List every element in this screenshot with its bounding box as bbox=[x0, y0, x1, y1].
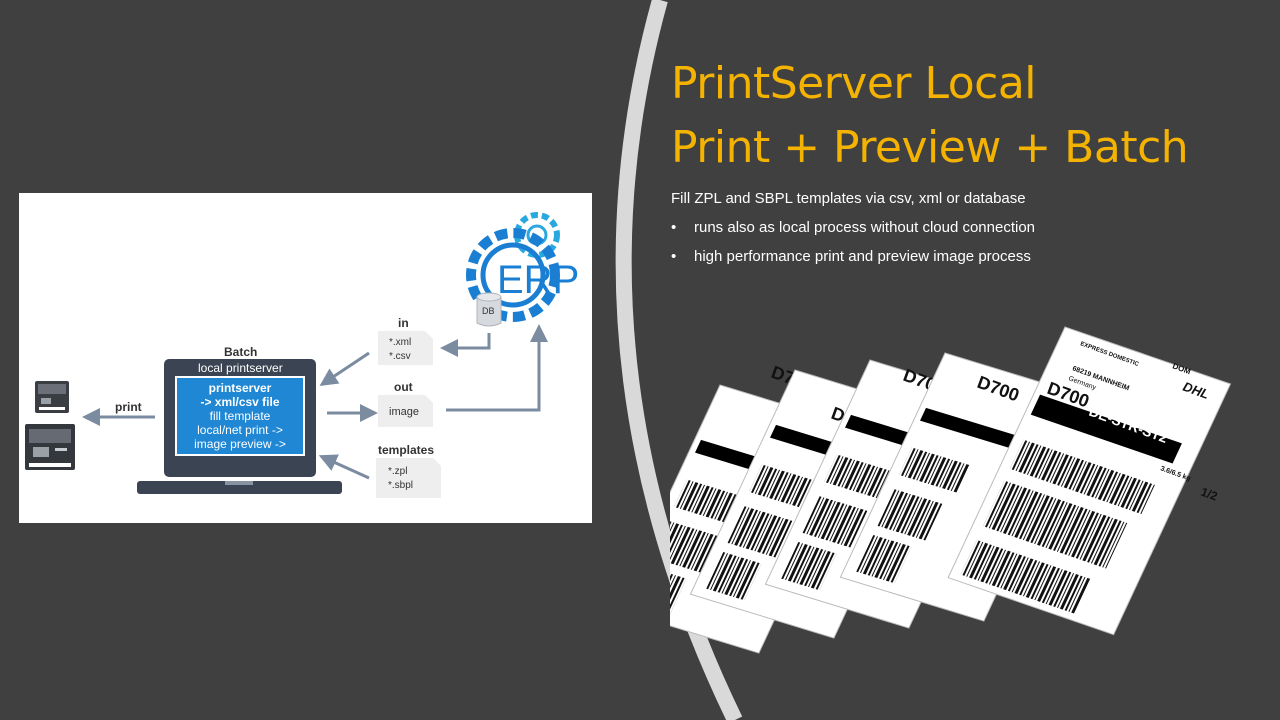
out-item: image bbox=[389, 406, 419, 418]
screen-line: printserver bbox=[209, 381, 272, 395]
erp-gears-icon bbox=[466, 212, 560, 322]
print-label: print bbox=[115, 400, 142, 414]
templates-item: *.zpl bbox=[388, 466, 407, 477]
screen-line: -> xml/csv file bbox=[200, 395, 279, 409]
slide-title-line-1: PrintServer Local bbox=[671, 58, 1037, 109]
database-icon bbox=[476, 292, 502, 327]
shipping-label bbox=[947, 326, 1232, 636]
out-document-icon bbox=[378, 395, 433, 427]
templates-document-icon bbox=[376, 458, 441, 498]
templates-title: templates bbox=[378, 443, 434, 457]
flow-arrows bbox=[82, 324, 548, 480]
in-item: *.xml bbox=[389, 337, 411, 348]
screen-line: image preview -> bbox=[194, 437, 286, 451]
in-item: *.csv bbox=[389, 351, 411, 362]
bullet-item: •high performance print and preview imag… bbox=[671, 248, 1031, 265]
templates-item: *.sbpl bbox=[388, 480, 413, 491]
db-label: DB bbox=[482, 306, 495, 316]
printer-icon bbox=[35, 381, 69, 413]
bullet-item: •runs also as local process without clou… bbox=[671, 219, 1036, 236]
in-title: in bbox=[398, 316, 409, 330]
intro-text: Fill ZPL and SBPL templates via csv, xml… bbox=[671, 190, 1026, 207]
screen-line: fill template bbox=[210, 409, 271, 423]
shipping-labels-stack: D700 D700 D700 D700 bbox=[670, 326, 1232, 654]
screen-line: local/net print -> bbox=[197, 423, 283, 437]
bullet-text: high performance print and preview image… bbox=[694, 248, 1031, 265]
laptop-header: local printserver bbox=[198, 361, 283, 375]
batch-title: Batch bbox=[224, 345, 257, 359]
label-piece: 1/2 bbox=[1199, 485, 1220, 504]
printer-icon bbox=[25, 424, 75, 470]
erp-logo-text: ERP bbox=[497, 258, 579, 302]
laptop-screen bbox=[175, 376, 305, 456]
slide-title-line-2: Print + Preview + Batch bbox=[671, 122, 1189, 173]
bullet-text: runs also as local process without cloud… bbox=[694, 219, 1036, 236]
architecture-diagram: ERP DB in *.xml *.csv out image template… bbox=[19, 193, 592, 523]
in-document-icon bbox=[378, 331, 433, 365]
out-title: out bbox=[394, 380, 413, 394]
